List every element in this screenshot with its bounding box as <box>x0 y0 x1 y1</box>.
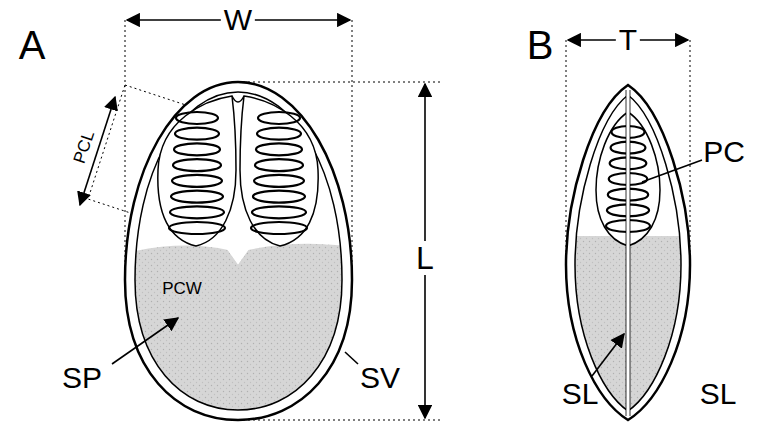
leader-lines <box>112 160 702 376</box>
panel-letter: A <box>19 25 46 65</box>
coil-winding <box>254 175 304 187</box>
coil-winding <box>170 206 224 218</box>
spore-front-view <box>125 82 352 420</box>
coil-winding <box>257 128 301 140</box>
dimension-label: PCL <box>71 129 97 166</box>
coil-winding <box>175 128 219 140</box>
dimension-label: L <box>413 241 437 275</box>
coil-winding <box>172 175 222 187</box>
coil-winding <box>255 159 303 171</box>
dimension-label: T <box>616 24 640 56</box>
part-label: SL <box>562 379 599 409</box>
part-label: SP <box>62 363 102 393</box>
coil-winding <box>171 191 223 203</box>
coil-winding <box>173 159 221 171</box>
dimension-label: W <box>221 4 255 36</box>
panel-letter: B <box>527 25 554 65</box>
part-label: PC <box>703 137 745 167</box>
coil-winding <box>252 206 306 218</box>
part-label: SV <box>360 363 400 393</box>
coil-winding <box>251 222 307 234</box>
spore-side-view <box>566 85 690 424</box>
coil-winding <box>253 191 305 203</box>
coil-winding <box>256 143 302 155</box>
coil-winding <box>169 222 225 234</box>
coil-winding <box>174 143 220 155</box>
coil-winding <box>176 112 218 124</box>
part-label: SL <box>700 379 737 409</box>
dimension-label: PCW <box>162 280 202 297</box>
coil-winding <box>258 112 300 124</box>
